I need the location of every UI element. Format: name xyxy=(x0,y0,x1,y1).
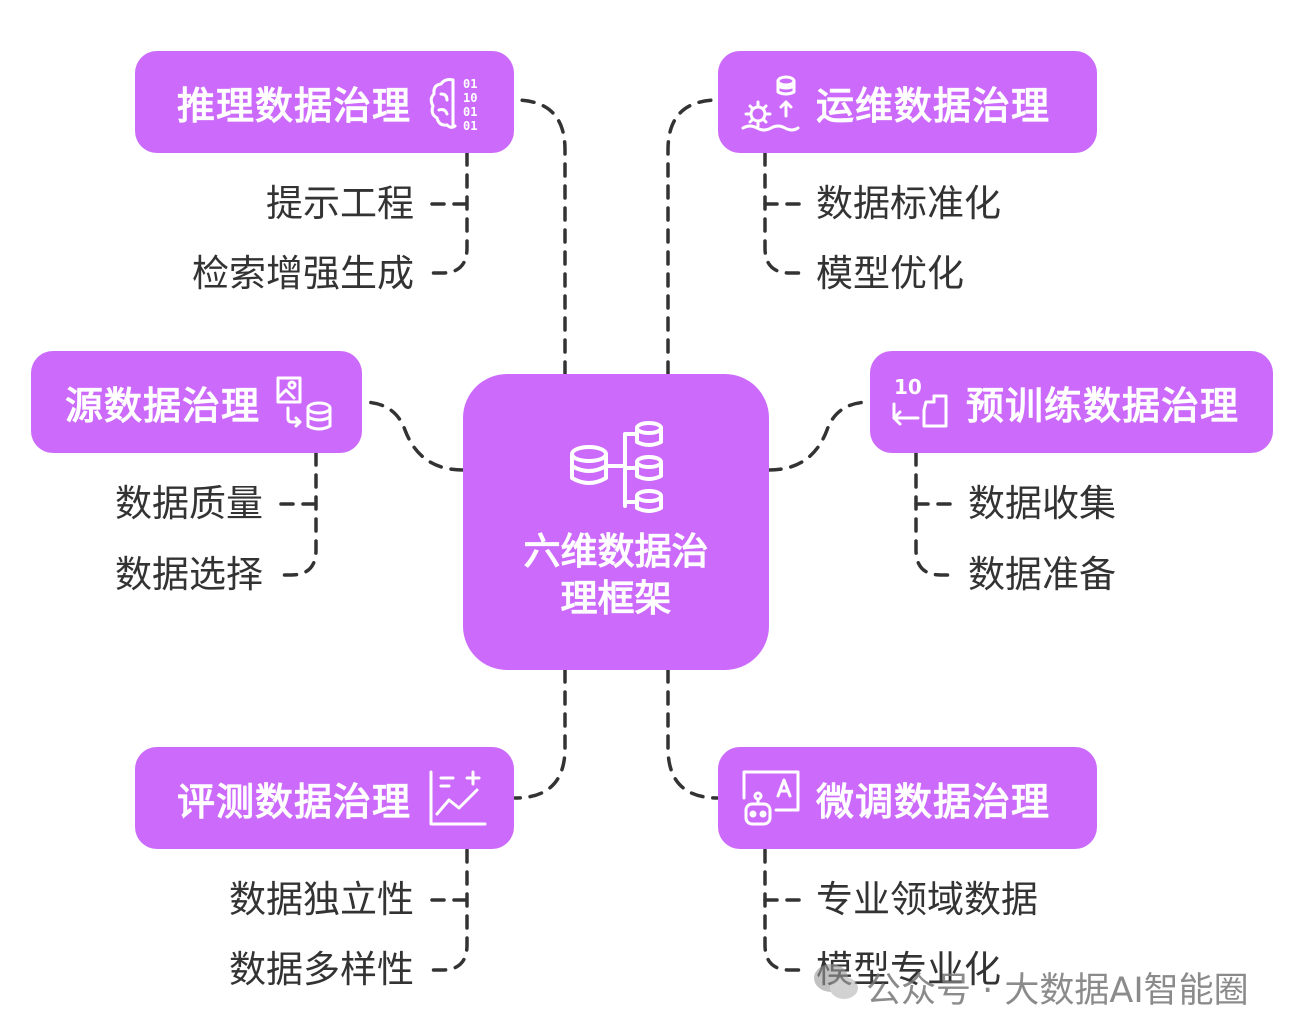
brain-binary-icon: 01 10 01 01 xyxy=(429,77,477,132)
branch-inference: 推理数据治理 01 10 01 01 xyxy=(135,51,514,153)
binary-loop-icon: 10 xyxy=(892,375,948,428)
svg-text:10: 10 xyxy=(894,375,922,399)
branch-source-label: 源数据治理 xyxy=(65,383,261,428)
center-title-line2: 理框架 xyxy=(560,577,672,620)
branch-ops: 运维数据治理 xyxy=(718,51,1097,153)
database-tree-icon xyxy=(570,421,663,513)
leaf-data-quality: 数据质量 xyxy=(115,482,263,525)
wechat-icon xyxy=(814,964,858,999)
leaf-data-preparation: 数据准备 xyxy=(968,553,1116,596)
center-title-line1: 六维数据治 xyxy=(523,530,709,573)
database-ops-icon xyxy=(741,75,800,132)
svg-text:01: 01 xyxy=(463,105,477,119)
image-to-database-icon xyxy=(276,376,332,431)
leaf-data-standardization: 数据标准化 xyxy=(816,182,1001,225)
branch-eval: 评测数据治理 xyxy=(135,747,514,849)
svg-text:01: 01 xyxy=(463,77,477,91)
leaf-prompt-engineering: 提示工程 xyxy=(266,182,414,225)
center-node xyxy=(463,374,769,670)
leaf-rag: 检索增强生成 xyxy=(192,252,414,295)
leaf-data-diversity: 数据多样性 xyxy=(229,948,414,991)
center-title: 六维数据治 理框架 xyxy=(463,528,769,622)
branch-ops-label: 运维数据治理 xyxy=(816,83,1051,128)
leaf-model-optimization: 模型优化 xyxy=(816,252,964,295)
leaf-data-collection: 数据收集 xyxy=(968,482,1116,525)
branch-inference-label: 推理数据治理 xyxy=(177,83,412,128)
branch-pretrain-label: 预训练数据治理 xyxy=(966,383,1240,428)
watermark-text: 公众号 · 大数据AI智能圈 xyxy=(866,971,1249,1011)
branch-source: 源数据治理 xyxy=(31,351,362,453)
branch-pretrain: 10 预训练数据治理 xyxy=(870,351,1273,453)
svg-text:01: 01 xyxy=(463,119,477,132)
svg-text:10: 10 xyxy=(463,91,477,105)
branch-finetune-label: 微调数据治理 xyxy=(816,779,1051,824)
chart-plus-icon xyxy=(429,770,487,826)
branch-eval-label: 评测数据治理 xyxy=(177,779,412,824)
leaf-data-independence: 数据独立性 xyxy=(229,878,414,921)
leaf-domain-data: 专业领域数据 xyxy=(816,878,1038,921)
leaf-data-selection: 数据选择 xyxy=(115,553,263,596)
robot-text-icon xyxy=(742,770,800,826)
branch-finetune: 微调数据治理 xyxy=(718,747,1097,849)
